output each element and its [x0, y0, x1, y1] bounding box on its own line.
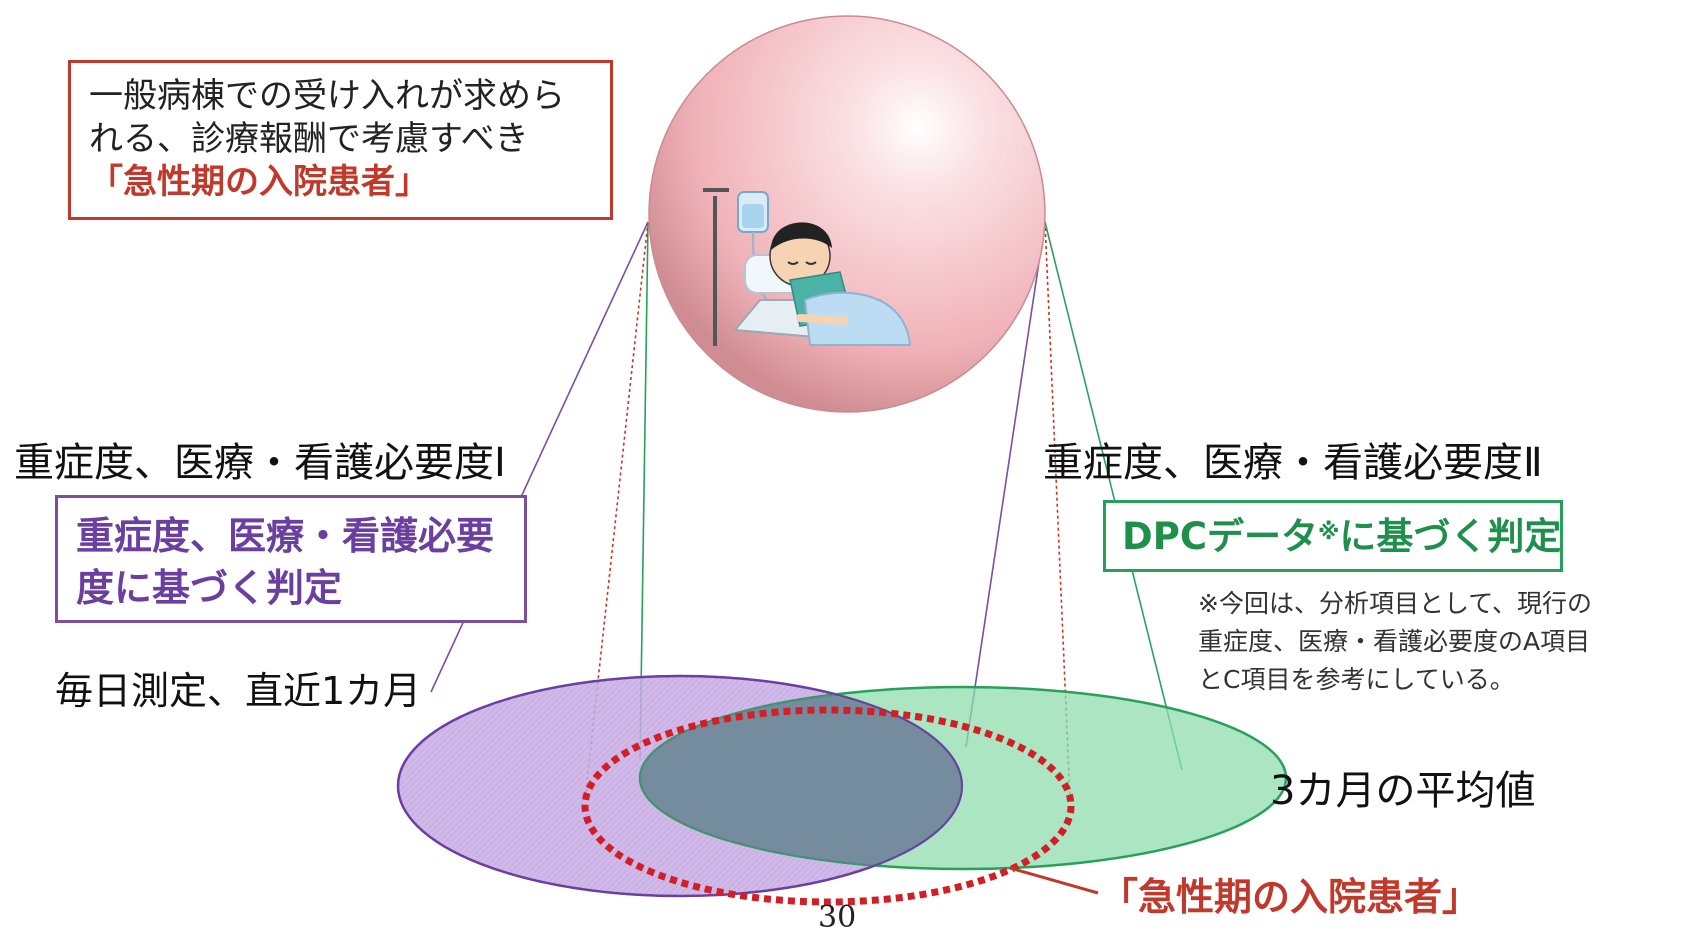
acute-patient-sphere [648, 15, 1046, 413]
footnote-line-1: ※今回は、分析項目として、現行の [1198, 589, 1592, 618]
page-number: 30 [818, 900, 857, 935]
severity-box-line-2: 度に基づく判定 [76, 566, 343, 610]
dpc-box-mark: ※ [1317, 520, 1340, 545]
severity-I-heading: 重症度、医療・看護必要度Ⅰ [14, 440, 506, 486]
dpc-box-tail: に基づく判定 [1339, 515, 1562, 558]
acute-patient-ellipse [581, 706, 1075, 906]
definition-highlight: 「急性期の入院患者」 [89, 162, 429, 202]
severity-ellipse-I-outline [397, 675, 963, 897]
green-line-left [639, 221, 649, 761]
footnote-line-2: 重症度、医療・看護必要度のA項目 [1198, 627, 1591, 656]
acute-patient-definition-box: 一般病棟での受け入れが求めら れる、診療報酬で考慮すべき 「急性期の入院患者」 [68, 60, 613, 220]
acute-patient-label: 「急性期の入院患者」 [1100, 875, 1481, 919]
green-line-right [1044, 221, 1183, 771]
hospital-patient-icon [703, 188, 912, 347]
daily-measurement-note: 毎日測定、直近1カ月 [55, 669, 422, 713]
red-line-left [584, 221, 649, 801]
severity-II-heading: 重症度、医療・看護必要度Ⅱ [1043, 440, 1543, 486]
dpc-box-main: DPCデータ [1122, 515, 1318, 558]
three-month-average-note: 3カ月の平均値 [1270, 768, 1536, 814]
bottom-label-connector [1009, 866, 1099, 895]
severity-judgement-box: 重症度、医療・看護必要 度に基づく判定 [55, 495, 527, 623]
dpc-judgement-box: DPCデータ※に基づく判定 [1103, 500, 1563, 572]
footnote-line-3: とC項目を参考にしている。 [1198, 665, 1515, 694]
definition-line-1: 一般病棟での受け入れが求めら [89, 76, 565, 116]
purple-line-right [965, 221, 1046, 748]
severity-box-line-1: 重症度、医療・看護必要 [76, 514, 495, 558]
dpc-footnote: ※今回は、分析項目として、現行の 重症度、医療・看護必要度のA項目 とC項目を参… [1198, 585, 1688, 699]
definition-line-2: れる、診療報酬で考慮すべき [89, 119, 529, 159]
overlap-region [640, 687, 962, 869]
